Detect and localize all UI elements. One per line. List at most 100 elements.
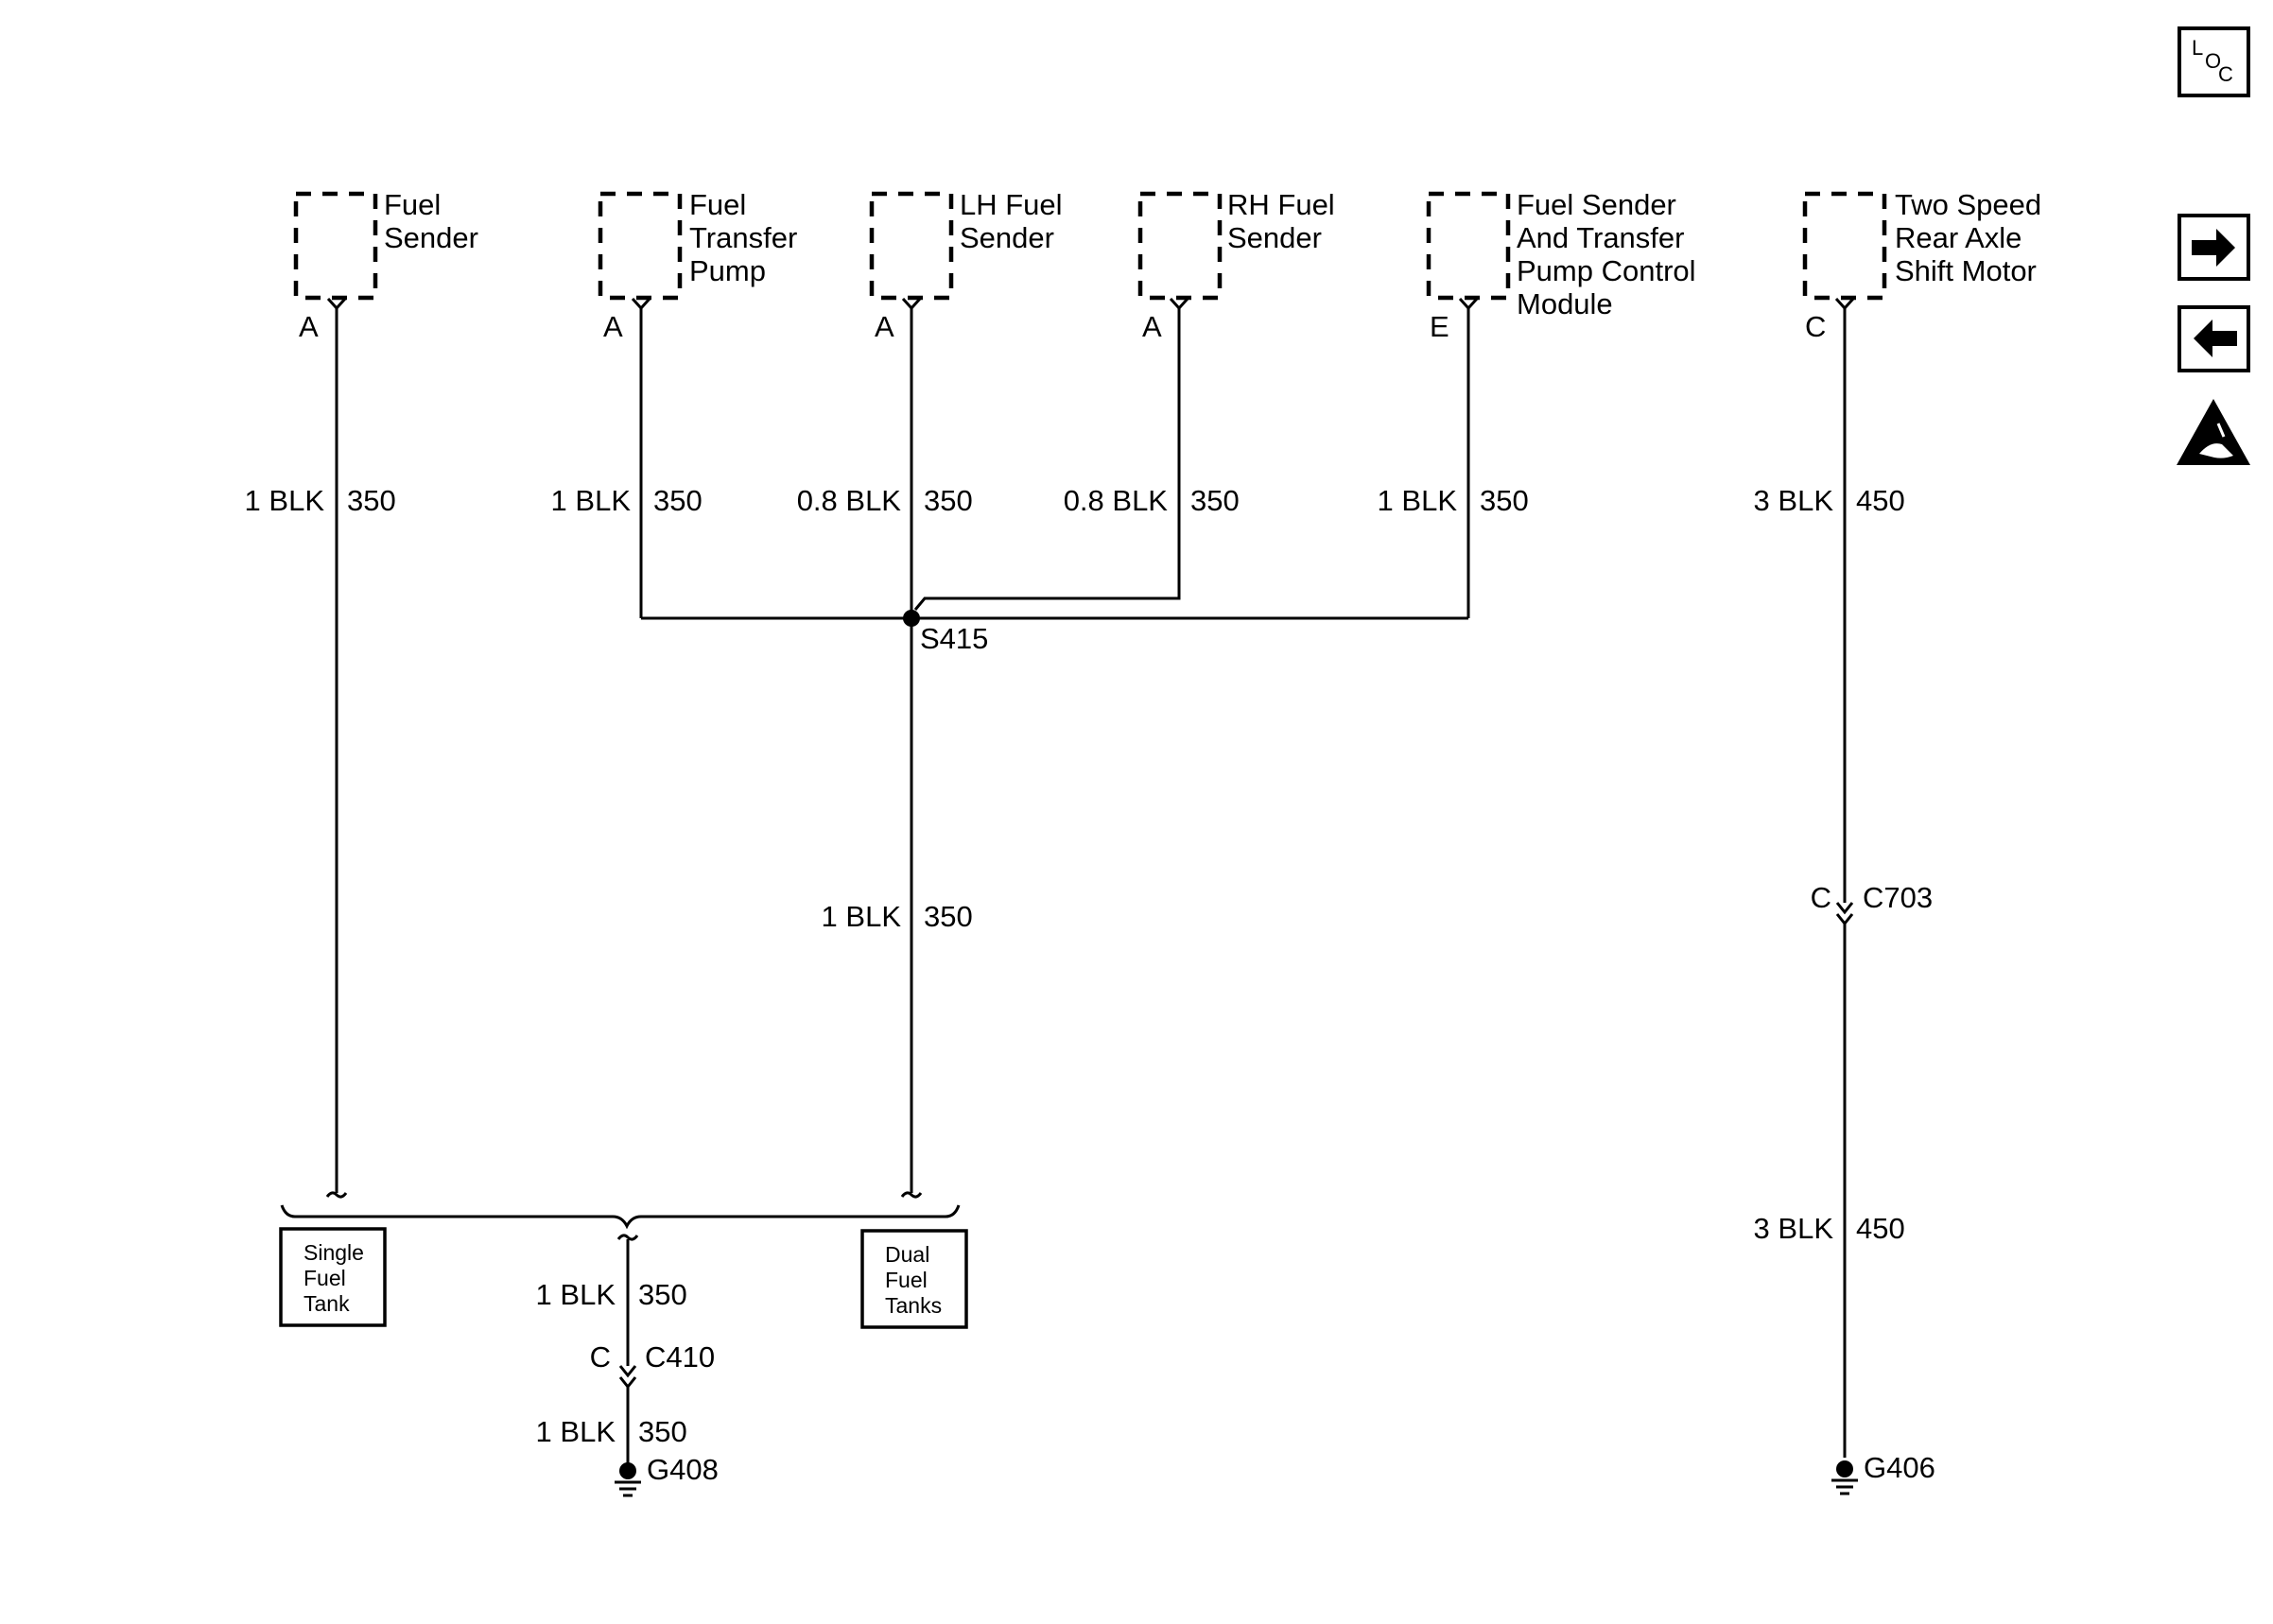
component-label: Module bbox=[1517, 287, 1613, 320]
wire-color: 3 BLK bbox=[1754, 1212, 1834, 1245]
component-label: LH Fuel bbox=[960, 188, 1063, 221]
connector-symbol bbox=[618, 1365, 637, 1378]
connector-symbol bbox=[1835, 902, 1854, 915]
wire-break-symbol bbox=[325, 1191, 348, 1199]
terminal-symbol bbox=[1169, 297, 1189, 311]
component-label: And Transfer bbox=[1517, 221, 1684, 254]
wire-circuit: 350 bbox=[638, 1415, 687, 1448]
terminal-symbol bbox=[1458, 297, 1479, 311]
wire-color: 1 BLK bbox=[551, 484, 632, 517]
ground-label: G408 bbox=[647, 1453, 719, 1486]
esd-warning-icon[interactable] bbox=[2177, 399, 2250, 465]
wire-color: 1 BLK bbox=[245, 484, 325, 517]
wire-labels: 1 BLK 350 1 BLK 350 0.8 BLK 350 0.8 BLK … bbox=[245, 484, 1905, 1448]
component-control-module: Fuel Sender And Transfer Pump Control Mo… bbox=[1426, 188, 1696, 343]
wire-color: 0.8 BLK bbox=[797, 484, 902, 517]
wire-circuit: 350 bbox=[638, 1278, 687, 1311]
loc-letter: O bbox=[2205, 49, 2221, 73]
component-label: Pump bbox=[689, 254, 766, 287]
component-shift-motor: Two Speed Rear Axle Shift Motor C bbox=[1802, 188, 2041, 343]
terminal-symbol bbox=[631, 297, 651, 311]
ground-dot bbox=[1836, 1460, 1853, 1477]
option-label: Tank bbox=[304, 1291, 350, 1316]
component-rh-fuel-sender: RH Fuel Sender A bbox=[1137, 188, 1335, 343]
component-label: RH Fuel bbox=[1227, 188, 1335, 221]
splice-s415: S415 bbox=[903, 610, 988, 655]
wire-color: 0.8 BLK bbox=[1064, 484, 1169, 517]
esd-spark-glyph bbox=[2216, 423, 2226, 438]
wire-color: 3 BLK bbox=[1754, 484, 1834, 517]
component-label: Shift Motor bbox=[1895, 254, 2037, 287]
wire-circuit: 350 bbox=[1190, 484, 1240, 517]
wire-circuit: 350 bbox=[347, 484, 396, 517]
component-label: Sender bbox=[1227, 221, 1322, 254]
component-label: Rear Axle bbox=[1895, 221, 2021, 254]
component-box bbox=[1802, 191, 1887, 301]
ground-circuit-g406: C C703 G406 bbox=[1811, 881, 1935, 1495]
wire-color: 1 BLK bbox=[536, 1278, 616, 1311]
component-label: Two Speed bbox=[1895, 188, 2041, 221]
pin-label: A bbox=[875, 310, 894, 343]
option-bracket: Single Fuel Tank Dual Fuel Tanks bbox=[279, 1204, 968, 1329]
connector-symbol bbox=[1835, 913, 1854, 926]
terminal-symbol bbox=[901, 297, 922, 311]
pin-label: A bbox=[603, 310, 623, 343]
component-box bbox=[293, 191, 378, 301]
esd-warning-button[interactable] bbox=[2177, 399, 2250, 465]
ground-label: G406 bbox=[1864, 1451, 1935, 1484]
option-box-dual bbox=[860, 1229, 968, 1329]
wire-break-symbol bbox=[616, 1234, 639, 1241]
pin-label: A bbox=[299, 310, 319, 343]
component-lh-fuel-sender: LH Fuel Sender A bbox=[869, 188, 1063, 343]
wires bbox=[325, 308, 1854, 1458]
component-label: Sender bbox=[384, 221, 478, 254]
loc-icon[interactable] bbox=[2178, 26, 2250, 97]
connector-label: C410 bbox=[645, 1340, 715, 1373]
wire-circuit: 350 bbox=[653, 484, 703, 517]
option-brace bbox=[280, 1204, 961, 1230]
component-label: Fuel bbox=[384, 188, 441, 221]
pin-label: C bbox=[1805, 310, 1826, 343]
component-fuel-sender: Fuel Sender A bbox=[293, 188, 478, 343]
wire-color: 1 BLK bbox=[536, 1415, 616, 1448]
terminal-symbol bbox=[326, 297, 347, 311]
loc-letter: L bbox=[2192, 36, 2203, 60]
component-box bbox=[598, 191, 683, 301]
pin-label: A bbox=[1142, 310, 1162, 343]
option-label: Single bbox=[304, 1240, 364, 1265]
splice-dot bbox=[903, 610, 920, 627]
component-label: Transfer bbox=[689, 221, 797, 254]
component-label: Fuel Sender bbox=[1517, 188, 1676, 221]
loc-letter: C bbox=[2218, 62, 2233, 86]
component-label: Sender bbox=[960, 221, 1054, 254]
connector-symbol bbox=[618, 1376, 637, 1390]
esd-hand-glyph bbox=[2199, 443, 2233, 458]
wire-circuit: 350 bbox=[924, 484, 973, 517]
arrow-right-glyph bbox=[2192, 229, 2235, 267]
terminal-symbol bbox=[1834, 297, 1855, 311]
connector-pin: C bbox=[1811, 881, 1831, 914]
prev-button[interactable] bbox=[2178, 305, 2250, 372]
option-label: Fuel bbox=[885, 1268, 928, 1292]
option-label: Dual bbox=[885, 1242, 929, 1267]
wire-color: 1 BLK bbox=[822, 900, 902, 933]
option-label: Tanks bbox=[885, 1293, 942, 1318]
ground-circuit-g408: C C410 G408 bbox=[590, 1234, 719, 1497]
component-fuel-transfer-pump: Fuel Transfer Pump A bbox=[598, 188, 797, 343]
option-label: Fuel bbox=[304, 1266, 346, 1290]
next-button[interactable] bbox=[2178, 214, 2250, 281]
wire bbox=[913, 308, 1181, 611]
location-button[interactable]: L O C bbox=[2178, 26, 2250, 97]
component-label: Fuel bbox=[689, 188, 746, 221]
splice-label: S415 bbox=[920, 622, 988, 655]
component-box bbox=[869, 191, 954, 301]
arrow-left-glyph bbox=[2194, 320, 2237, 357]
wire-break-symbol bbox=[900, 1191, 923, 1199]
ground-dot bbox=[619, 1462, 636, 1479]
wire-circuit: 350 bbox=[924, 900, 973, 933]
connector-pin: C bbox=[590, 1340, 611, 1373]
connector-label: C703 bbox=[1863, 881, 1933, 914]
component-box bbox=[1137, 191, 1223, 301]
option-box-single bbox=[279, 1227, 387, 1327]
